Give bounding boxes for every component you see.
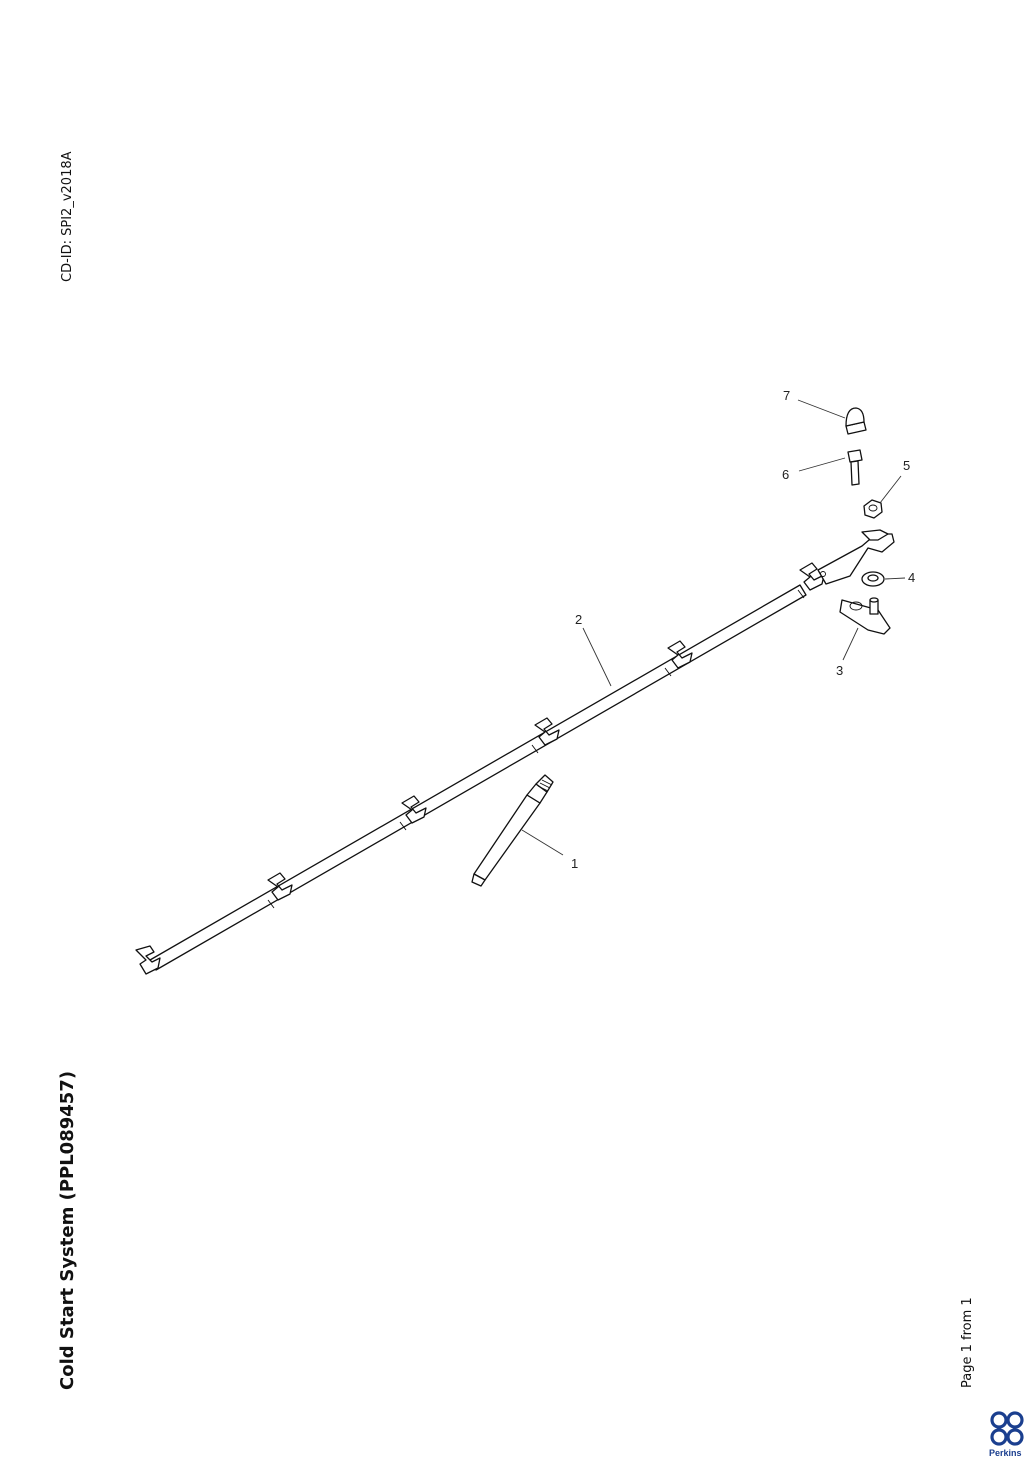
callout-6: 6: [782, 467, 789, 482]
glow-plug: [471, 774, 554, 887]
bolt: [847, 449, 863, 486]
brand-name: Perkins: [989, 1448, 1022, 1458]
perkins-logo-icon: [990, 1411, 1024, 1446]
leader-lines: [521, 399, 906, 856]
callout-1: 1: [571, 856, 578, 871]
callout-3: 3: [836, 663, 843, 678]
busbar-wire: [135, 529, 895, 975]
callout-7: 7: [783, 388, 790, 403]
washer: [861, 571, 885, 587]
callout-4: 4: [908, 570, 915, 585]
callout-2: 2: [575, 612, 582, 627]
hex-nut: [863, 499, 883, 519]
cap-nut: [845, 407, 867, 435]
mounting-bracket: [839, 597, 891, 635]
callout-5: 5: [903, 458, 910, 473]
